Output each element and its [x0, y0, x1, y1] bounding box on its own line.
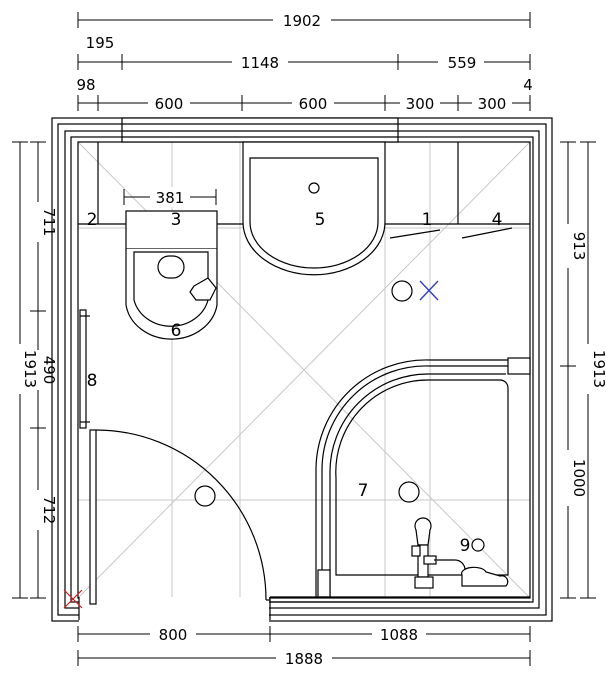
dim-top-seg4: 300 — [478, 95, 507, 113]
dim-top-seg2: 600 — [299, 95, 328, 113]
dim-top-seg3: 300 — [406, 95, 435, 113]
corner-marker — [63, 589, 83, 609]
label-4: 4 — [492, 210, 503, 230]
fixture-markers — [194, 280, 413, 507]
label-8: 8 — [87, 371, 98, 391]
shower-mixer — [411, 517, 509, 589]
label-1: 1 — [422, 210, 433, 230]
dim-top-middle: 1148 — [241, 54, 279, 72]
dim-top-total: 1902 — [283, 12, 321, 30]
fixture-number-labels: 1 2 3 4 5 6 7 8 9 — [87, 210, 503, 556]
label-7: 7 — [358, 481, 369, 501]
dim-toilet-width: 381 — [156, 189, 185, 207]
dim-right-lower: 1000 — [570, 459, 588, 497]
door — [78, 429, 271, 620]
dim-top-right: 559 — [448, 54, 477, 72]
label-2: 2 — [87, 210, 98, 230]
towel-rail — [79, 309, 90, 429]
ceiling-light-marker — [419, 280, 439, 301]
label-6: 6 — [171, 321, 182, 341]
dim-top-wall-right: 4 — [523, 76, 533, 94]
dim-left-total: 1913 — [21, 350, 39, 388]
label-3: 3 — [171, 210, 182, 230]
dim-left-upper: 711 — [40, 208, 58, 237]
label-9: 9 — [460, 536, 471, 556]
dim-bottom-left: 800 — [159, 626, 188, 644]
dim-bottom-total: 1888 — [285, 650, 323, 668]
quadrant-shower — [270, 357, 531, 603]
door-gap — [79, 597, 269, 623]
label-5: 5 — [315, 210, 326, 230]
dim-top-seg1: 600 — [155, 95, 184, 113]
dim-right-total: 1913 — [590, 350, 606, 388]
dim-left-lower: 712 — [40, 496, 58, 525]
dim-right-upper: 913 — [570, 232, 588, 261]
top-wall-window — [121, 117, 399, 143]
dim-bottom-right: 1088 — [380, 626, 418, 644]
toilet — [125, 210, 218, 340]
dim-top-left-offset: 195 — [86, 34, 115, 52]
dim-top-wall-left: 98 — [76, 76, 95, 94]
dimension-labels: 1902 195 1148 559 98 4 600 600 300 300 3… — [10, 10, 606, 668]
dim-left-middle: 490 — [40, 356, 58, 385]
washbasin — [242, 141, 386, 276]
